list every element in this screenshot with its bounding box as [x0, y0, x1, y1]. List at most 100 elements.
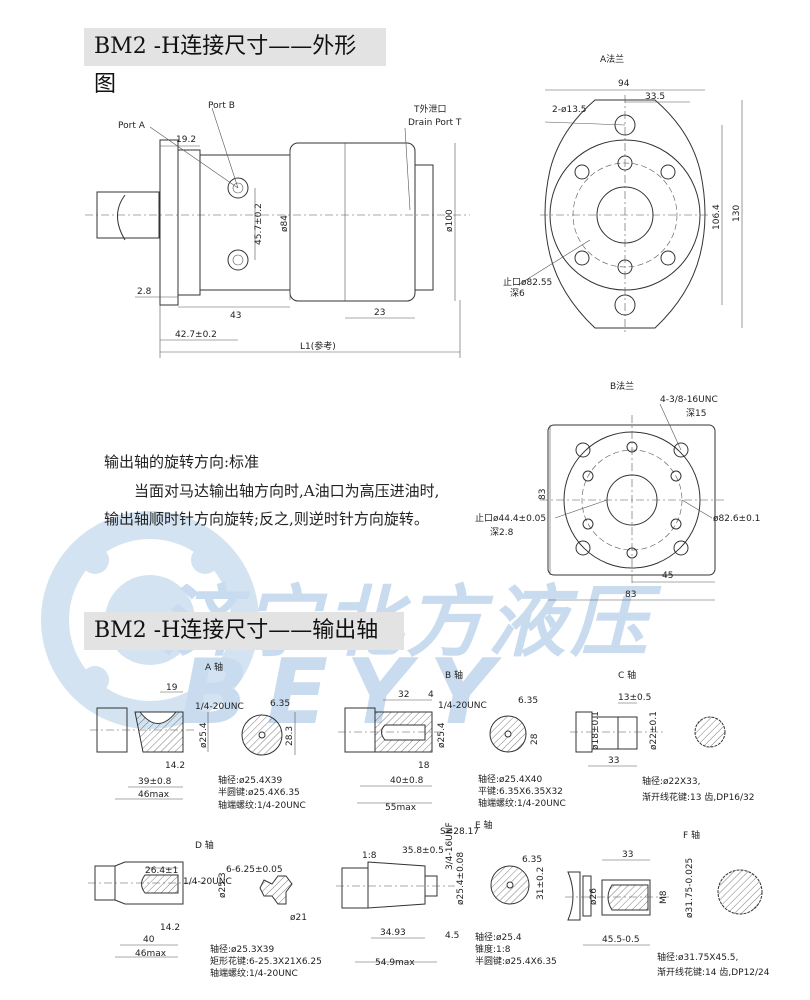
dim-35: 35.8±0.5 [402, 846, 444, 856]
dim-s: S=28.17 [440, 827, 479, 837]
shaft-c: C 轴 13±0.5 ø18±0.1 ø22±0.1 33 轴径:ø22X33,… [570, 669, 755, 803]
shaft-d-note-3: 轴端螺纹:1/4-20UNC [210, 967, 298, 979]
shaft-b-title: B 轴 [445, 669, 463, 681]
shaft-a-note-2: 半圆键:ø25.4X6.35 [218, 786, 300, 798]
flange-b-view: B法兰 4-3/8-16UNC 深15 83 止口ø44.4±0.05 深2.8… [475, 380, 760, 601]
dim-22: ø22±0.1 [649, 711, 659, 750]
dim-46: 46max [138, 790, 170, 800]
label-port-b: Port B [208, 101, 235, 111]
dim-94: 94 [618, 79, 630, 89]
dim-spigot: 止口ø82.55 [503, 276, 552, 288]
dim-34: 34.93 [380, 928, 406, 938]
shaft-f-title: F 轴 [683, 829, 700, 841]
dim-42-7: 42.7±0.2 [175, 330, 217, 340]
dim-83-h: 83 [625, 590, 636, 600]
dim-33-5: 33.5 [645, 92, 665, 102]
shaft-b-note-3: 轴端螺纹:1/4-20UNC [478, 797, 566, 809]
dim-thread: 3/4-16UNF [445, 822, 455, 870]
dim-31: 31±0.2 [536, 867, 546, 900]
shaft-c-title: C 轴 [618, 669, 636, 681]
shaft-b-note-2: 平键:6.35X6.35X32 [478, 785, 563, 797]
flange-a-title: A法兰 [600, 53, 624, 65]
dim-spline: 6-6.25±0.05 [226, 865, 283, 875]
shaft-c-note-1: 轴径:ø22X33, [642, 775, 700, 787]
shaft-a: A 轴 19 1/4-20UNC ø25.4 14.2 39±0.8 46max… [90, 661, 306, 811]
dim-28: 28 [530, 733, 540, 745]
dim-25: ø25.4 [199, 722, 209, 748]
dim-depth: 深6 [510, 288, 525, 299]
dim-21: ø21 [290, 913, 307, 923]
dim-130: 130 [732, 205, 742, 222]
shaft-f-note-2: 渐开线花键:14 齿,DP12/24 [657, 966, 770, 978]
dim-100: ø100 [445, 209, 455, 232]
shaft-a-note-1: 轴径:ø25.4X39 [218, 774, 282, 786]
dim-l1: L1(参考) [300, 340, 336, 352]
dim-19-2: 19.2 [176, 135, 196, 145]
shaft-d-title: D 轴 [195, 839, 214, 851]
dim-40: 40±0.8 [390, 776, 424, 786]
dim-spigot: 止口ø44.4±0.05 [475, 512, 546, 524]
dim-19: 19 [166, 683, 178, 693]
dim-25: ø25.3 [218, 872, 228, 898]
dim-holes: 2-ø13.5 [552, 105, 587, 115]
flange-a-view: A法兰 94 33.5 2-ø13.5 106.4 130 止口ø82.55 深… [503, 53, 743, 335]
rotation-description: 当面对马达输出轴方向时,A油口为高压进油时,输出轴顺时针方向旋转;反之,则逆时针… [104, 482, 440, 528]
shaft-d: D 轴 26.4±1 1/4-20UNC ø25.3 14.2 40 46max… [88, 839, 322, 979]
rotation-heading: 输出轴的旋转方向:标准 [104, 453, 260, 471]
dim-26: 26.4±1 [145, 866, 178, 876]
shaft-e-note-1: 轴径:ø25.4 [475, 931, 522, 943]
dim-taper: 1:8 [362, 851, 377, 861]
dim-39: 39±0.8 [138, 777, 172, 787]
dim-54: 54.9max [375, 958, 415, 968]
dim-55: 55max [385, 803, 417, 813]
dim-thread: 1/4-20UNC [195, 702, 244, 712]
dim-4: 4 [428, 690, 434, 700]
shaft-e-note-3: 半圆键:ø25.4X6.35 [475, 955, 557, 967]
shaft-f: F 轴 33 ø26 M8 ø31.75-0.025 45.5-0.5 轴径:ø… [565, 829, 770, 978]
shaft-e-note-2: 锥度:1:8 [475, 943, 511, 955]
dim-thread: 1/4-20UNC [438, 701, 487, 711]
dim-40: 40 [143, 935, 155, 945]
dim-45: 45.5-0.5 [602, 935, 640, 945]
dim-key: 6.35 [518, 696, 538, 706]
shaft-b: B 轴 32 4 1/4-20UNC ø25.4 18 40±0.8 55max… [338, 669, 566, 813]
dim-45: 45 [662, 571, 673, 581]
shaft-b-note-1: 轴径:ø25.4X40 [478, 773, 542, 785]
shaft-a-title: A 轴 [205, 661, 223, 673]
dim-2-8: 2.8 [137, 287, 152, 297]
dim-106-4: 106.4 [712, 204, 722, 230]
dim-43: 43 [230, 311, 241, 321]
dim-31: ø31.75-0.025 [685, 858, 695, 918]
label-drain-cn: T外泄口 [413, 103, 447, 115]
section-title-outline: BM2 -H连接尺寸——外形图 [84, 28, 386, 97]
dim-28: 28.3 [285, 726, 295, 746]
dim-4-5: 4.5 [445, 931, 459, 941]
flange-b-title: B法兰 [610, 380, 634, 392]
dim-pcd: ø82.6±0.1 [713, 514, 760, 524]
dim-26: ø26 [589, 888, 599, 905]
dim-14: 14.2 [165, 761, 185, 771]
shaft-d-note-2: 矩形花键:6-25.3X21X6.25 [210, 955, 322, 967]
dim-18: ø18±0.1 [591, 711, 601, 750]
dim-23: 23 [374, 308, 385, 318]
dim-14: 14.2 [160, 923, 180, 933]
dim-depth2: 深2.8 [490, 527, 514, 538]
dim-13: 13±0.5 [618, 693, 651, 703]
dim-depth: 深15 [686, 408, 706, 419]
dim-33: 33 [622, 850, 633, 860]
shaft-e: E 轴 1:8 S=28.17 35.8±0.5 3/4-16UNF ø25.4… [336, 819, 557, 968]
shaft-d-note-1: 轴径:ø25.3X39 [210, 943, 274, 955]
dim-25: ø25.4±0.08 [456, 852, 466, 905]
dim-key: 6.35 [270, 699, 290, 709]
dim-thread: 1/4-20UNC [183, 877, 232, 887]
dim-key: 6.35 [522, 855, 542, 865]
dim-45-7: 45.7±0.2 [254, 203, 264, 245]
dim-18: 18 [418, 761, 430, 771]
dim-32: 32 [398, 690, 409, 700]
label-drain: Drain Port T [408, 118, 462, 128]
dim-83-v: 83 [538, 489, 548, 500]
shaft-f-note-1: 轴径:ø31.75X45.5, [657, 951, 738, 963]
dim-84: ø84 [280, 215, 290, 232]
shaft-a-note-3: 轴端螺纹:1/4-20UNC [218, 799, 306, 811]
